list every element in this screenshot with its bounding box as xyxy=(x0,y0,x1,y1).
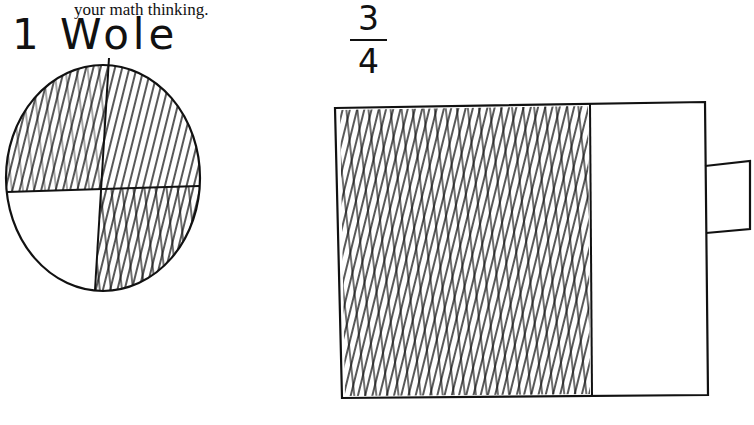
divider-line xyxy=(7,186,199,192)
numerator: 3 xyxy=(350,2,387,41)
divider-line xyxy=(95,58,109,290)
shaded-part xyxy=(340,106,590,396)
bar-handle xyxy=(705,161,750,233)
figure-label: 1 Wole xyxy=(12,14,178,56)
shaded-part xyxy=(340,106,590,396)
prompt-text: your math thinking. xyxy=(74,0,209,20)
bar-outline xyxy=(335,102,708,398)
bar-figure: 34 xyxy=(350,2,387,78)
whole-circle xyxy=(6,65,200,291)
circle-figure: 1 Wole xyxy=(12,14,178,56)
shaded-quarters xyxy=(0,57,210,300)
divider-line xyxy=(590,104,592,396)
denominator: 4 xyxy=(350,45,387,78)
